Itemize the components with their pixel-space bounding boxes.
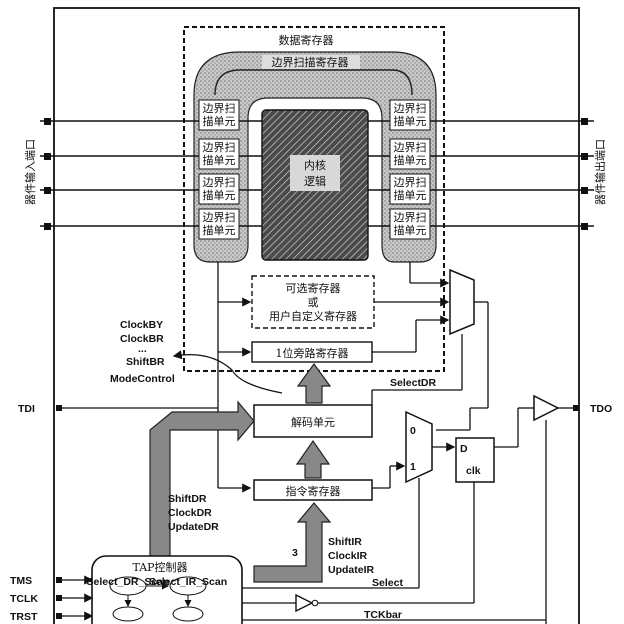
ff-wires: [473, 407, 547, 624]
bsc-cell-left-3: [198, 173, 240, 205]
instruction-register-block: [253, 479, 373, 501]
state-capture-dr: [112, 606, 144, 622]
data-register-title: 数据寄存器: [279, 33, 334, 47]
svg-text:边界扫: 边界扫: [394, 141, 427, 154]
right-bsc-cells: [389, 99, 431, 240]
ir-to-decoder-bus: [295, 439, 331, 479]
bsc-cell-right-4: [389, 208, 431, 240]
tap-controller-label: TAP控制器: [132, 560, 187, 574]
sig-updatedr: UpdateDR: [168, 521, 219, 533]
boundary-scan-ring: [193, 51, 437, 263]
pin-tms-label: TMS: [10, 575, 32, 587]
ff-d-label: D: [460, 443, 468, 455]
svg-text:边界扫: 边界扫: [203, 102, 236, 115]
sig-ellipsis: ...: [138, 343, 147, 355]
bsc-cell-right-1: [389, 99, 431, 131]
optional-register-box: [251, 275, 375, 329]
core-logic-label: 内核: [304, 158, 326, 172]
svg-text:边界扫: 边界扫: [394, 211, 427, 224]
output-flip-flop: [455, 437, 495, 483]
optional-register-label-2: 或: [308, 296, 319, 309]
data-register-box: [183, 26, 445, 372]
sig-shiftbr: ShiftBR: [126, 356, 165, 368]
optional-register-label-3: 用户自定义寄存器: [269, 309, 357, 323]
pin-terminals: [44, 118, 588, 619]
svg-text:描单元: 描单元: [394, 153, 427, 167]
device-output-port-label: 器件输出端口: [593, 139, 607, 205]
ir-mux-input-1: 1: [410, 461, 416, 473]
pin-trst-label: TRST: [10, 611, 38, 623]
shiftbr-curve-arrow: [172, 350, 283, 394]
right-bsc-labels: 边界扫 描单元 边界扫 描单元 边界扫 描单元 边界扫 描单元: [394, 102, 427, 237]
sig-modecontrol: ModeControl: [110, 373, 175, 385]
pin-tck-label: TCLK: [10, 593, 38, 605]
core-logic-label-2: 逻辑: [304, 174, 326, 188]
sig-clockby: ClockBY: [120, 319, 163, 331]
ir-multiplexer: [405, 410, 433, 484]
tap-input-lines: [62, 575, 546, 621]
ir-mux-input-0: 0: [410, 425, 416, 437]
instruction-register-label: 指令寄存器: [286, 484, 341, 498]
svg-text:边界扫: 边界扫: [394, 102, 427, 115]
svg-text:边界扫: 边界扫: [203, 141, 236, 154]
tdo-buffer: [533, 394, 560, 422]
sig-three: 3: [292, 547, 298, 559]
svg-text:描单元: 描单元: [394, 188, 427, 202]
control-buses: [149, 362, 332, 583]
sig-clockir: ClockIR: [328, 550, 368, 562]
sig-tckbar: TCKbar: [364, 609, 402, 621]
ff-clk-label: clk: [466, 465, 481, 477]
decoder-label: 解码单元: [291, 415, 335, 429]
sig-shiftdr: ShiftDR: [168, 493, 207, 505]
device-input-port-label: 器件输入端口: [23, 139, 37, 205]
inverter-bubble: [311, 599, 319, 607]
dr-multiplexer: [449, 268, 475, 336]
optional-register-label-1: 可选寄存器: [286, 281, 341, 295]
bsc-cell-left-4: [198, 208, 240, 240]
bsc-cell-left-2: [198, 138, 240, 170]
tckbar-inverter: [295, 593, 314, 613]
scan-chain-arc: [214, 69, 413, 96]
state-capture-ir: [172, 606, 204, 622]
svg-text:边界扫: 边界扫: [203, 176, 236, 189]
bsc-cell-left-1: [198, 99, 240, 131]
svg-text:Select_DR_Scan: Select_DR_Scan: [87, 576, 170, 588]
signal-labels: ClockBY ClockBR ... ShiftBR ModeControl …: [10, 319, 612, 623]
boundary-scan-register-title: 边界扫描寄存器: [272, 55, 349, 69]
chip-boundary: [53, 7, 580, 624]
tap-to-decoder-bus: [149, 400, 255, 561]
svg-text:边界扫: 边界扫: [203, 211, 236, 224]
svg-text:描单元: 描单元: [203, 223, 236, 237]
left-bsc-cells: [198, 99, 240, 240]
svg-text:描单元: 描单元: [203, 153, 236, 167]
sig-selectdr: SelectDR: [390, 377, 437, 389]
bsc-cell-right-3: [389, 173, 431, 205]
bypass-register-label: 1位旁路寄存器: [276, 346, 349, 360]
svg-text:描单元: 描单元: [203, 188, 236, 202]
dr-mux-output-lines: [371, 301, 489, 431]
bsc-cell-right-2: [389, 138, 431, 170]
pin-tdi-label: TDI: [18, 403, 35, 415]
sig-select: Select: [372, 577, 403, 589]
sig-clockdr: ClockDR: [168, 507, 212, 519]
svg-text:边界扫: 边界扫: [394, 176, 427, 189]
sig-clockbr: ClockBR: [120, 333, 164, 345]
sig-shiftir: ShiftIR: [328, 536, 362, 548]
ir-mux-wires: [372, 442, 456, 588]
sig-updateir: UpdateIR: [328, 564, 375, 576]
svg-text:描单元: 描单元: [394, 114, 427, 128]
decoder-to-dr-bus: [296, 362, 332, 404]
left-bsc-labels: 边界扫 描单元 边界扫 描单元 边界扫 描单元 边界扫 描单元: [203, 102, 236, 237]
pin-tdo-label: TDO: [590, 403, 612, 415]
tap-to-ir-bus: [253, 502, 332, 583]
dr-mux-input-lines: [372, 262, 450, 353]
svg-text:描单元: 描单元: [394, 223, 427, 237]
svg-text:描单元: 描单元: [203, 114, 236, 128]
